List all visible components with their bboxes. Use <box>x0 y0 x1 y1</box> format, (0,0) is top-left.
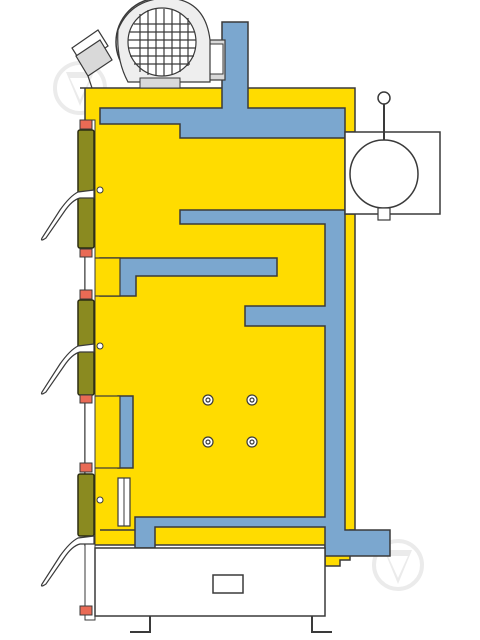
middle-door-seal-top <box>79 289 93 300</box>
upper-loading-door[interactable] <box>77 129 95 249</box>
upper-door-seal-bottom <box>79 248 93 258</box>
door-handle-upper[interactable] <box>40 189 95 241</box>
ash-door-seal-top <box>79 462 93 473</box>
damper-knob[interactable] <box>377 91 391 105</box>
fan-grille-icon <box>127 7 197 77</box>
air-damper-controller <box>71 29 113 89</box>
watermark-checkmark-shield-icon-right <box>372 539 424 591</box>
leg-left <box>130 616 151 633</box>
door-handle-middle[interactable] <box>40 343 95 395</box>
flue-cylinder <box>349 139 419 209</box>
ash-door[interactable] <box>77 473 95 537</box>
door-handle-lower[interactable] <box>40 535 95 587</box>
ash-pan-handle[interactable] <box>212 574 244 594</box>
middle-door-seal-bottom <box>79 394 93 404</box>
insulation-block-upper <box>91 257 121 297</box>
leg-right <box>311 616 332 633</box>
upper-door-seal-top <box>79 119 93 130</box>
door-hinge-middle <box>96 342 104 350</box>
ash-pan-body <box>94 547 326 617</box>
door-hinge-upper <box>96 186 104 194</box>
door-hinge-lower <box>96 496 104 504</box>
damper-bracket <box>377 207 391 221</box>
sight-holes <box>202 394 258 448</box>
ash-door-seal-bottom <box>79 605 93 616</box>
fan-blower <box>115 0 226 89</box>
insulation-block-lower <box>91 395 121 469</box>
